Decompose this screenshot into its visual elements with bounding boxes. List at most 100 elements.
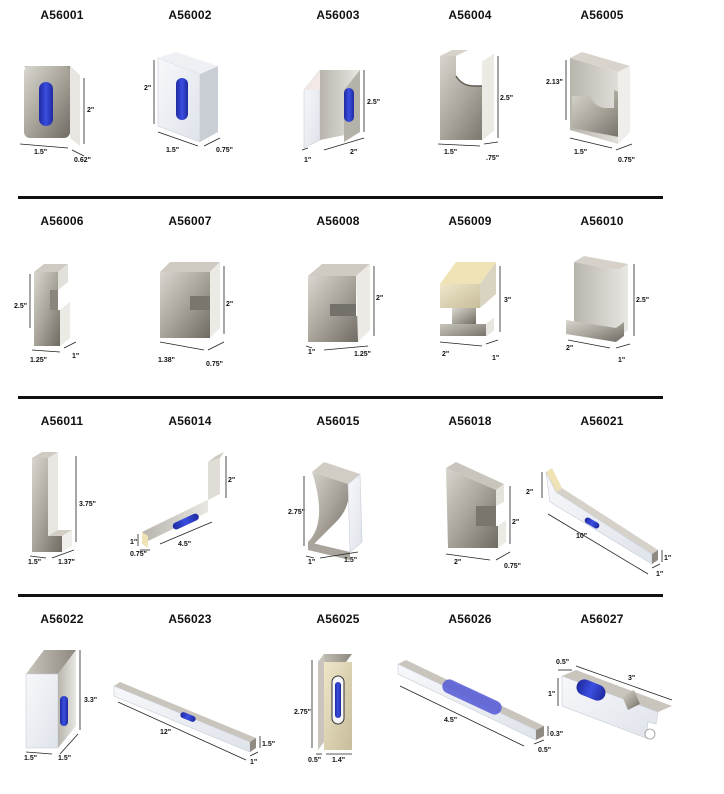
product-code: A56010	[580, 214, 624, 228]
dim-label: 2"	[87, 107, 94, 114]
dim-label: 1"	[304, 157, 311, 164]
dim-label: 1"	[250, 759, 257, 766]
dim-label: 0.75"	[206, 361, 223, 368]
product-a56022: A56022 3.3" 1.5" 1.5"	[0, 612, 132, 792]
product-a56003: A56003 2.5" 1" 2"	[268, 8, 408, 188]
product-a56011: A56011 3.75" 1.5" 1.37"	[0, 414, 132, 594]
dim-label: 0.62"	[74, 157, 91, 164]
dim-label: 3"	[504, 297, 511, 304]
product-code: A56008	[316, 214, 360, 228]
dim-label: 1.4"	[332, 757, 345, 764]
dim-label: 1"	[492, 355, 499, 362]
dim-label: 2.13"	[546, 79, 563, 86]
dim-label: 0.75"	[618, 157, 635, 164]
product-a56015: A56015 2.75" 1" 1.5"	[268, 414, 408, 594]
dim-label: 1.25"	[30, 357, 47, 364]
section-divider	[18, 196, 663, 199]
dim-label: 1"	[130, 539, 137, 546]
product-code: A56026	[448, 612, 492, 626]
dim-label: 1"	[308, 349, 315, 356]
product-a56026: A56026 4.5" 0.3" 0.5"	[397, 612, 563, 792]
dim-label: 2.5"	[636, 297, 649, 304]
dim-label: 3.75"	[79, 501, 96, 508]
product-code: A56011	[40, 414, 84, 428]
dim-label: 0.75"	[504, 563, 521, 570]
dim-label: 1.38"	[158, 357, 175, 364]
product-a56007: A56007 2" 1.38" 0.75"	[120, 214, 260, 394]
part-image: 2" 1.38" 0.75"	[158, 262, 233, 368]
product-code: A56022	[40, 612, 84, 626]
product-a56018: A56018 2" 2" 0.75"	[400, 414, 540, 594]
product-code: A56027	[580, 612, 624, 626]
dim-label: 2"	[566, 345, 573, 352]
part-image: 12" 1.5" 1"	[113, 682, 275, 766]
dim-label: 0.5"	[308, 757, 321, 764]
part-image: 2.5" 1" 2"	[301, 69, 380, 164]
product-a56009: A56009 3" 2" 1"	[400, 214, 540, 394]
product-code: A56023	[168, 612, 212, 626]
part-image: 3.3" 1.5" 1.5"	[24, 650, 97, 762]
product-a56025: A56025 2.75" 0.5" 1.4"	[268, 612, 408, 792]
product-code: A56003	[316, 8, 360, 22]
product-a56010: A56010 2.5" 2" 1"	[532, 214, 672, 394]
product-a56008: A56008 2" 1" 1.25"	[268, 214, 408, 394]
part-image: 2" 1" 1.25"	[305, 264, 383, 358]
product-a56021: A56021 2" 10" 1" 1"	[526, 414, 672, 594]
dim-label: 0.5"	[556, 659, 569, 666]
product-a56006: A56006 2.5" 1.25" 1"	[0, 214, 132, 394]
dim-label: 1.5"	[574, 149, 587, 156]
dim-label: 3"	[628, 675, 635, 682]
part-image: 0.5" 3" 1"	[548, 659, 673, 740]
part-image: 2" 2" 0.75"	[445, 462, 521, 570]
dim-label: 2.5"	[14, 303, 27, 310]
product-code: A56002	[168, 8, 212, 22]
dim-label: 2.5"	[500, 95, 513, 102]
dim-label: 1"	[656, 571, 663, 578]
dim-label: 1.5"	[24, 755, 37, 762]
dim-label: 2"	[350, 149, 357, 156]
product-code: A56021	[580, 414, 624, 428]
product-code: A56006	[40, 214, 84, 228]
part-image: 4.5" 0.3" 0.5"	[397, 660, 563, 754]
product-a56014: A56014 2" 1" 4.5" 0.75"	[120, 414, 260, 594]
dim-label: 1.5"	[34, 149, 47, 156]
product-a56002: A56002 2" 1.5" 0.75"	[120, 8, 260, 188]
part-image: 2" 10" 1" 1"	[526, 468, 671, 578]
part-image: 2.5" 1.25" 1"	[14, 264, 79, 364]
product-code: A56007	[168, 214, 212, 228]
part-image: 2.75" 0.5" 1.4"	[294, 654, 352, 764]
product-code: A56025	[316, 612, 360, 626]
dim-label: 3.3"	[84, 697, 97, 704]
dim-label: 1"	[664, 555, 671, 562]
dim-label: 1.5"	[444, 149, 457, 156]
product-code: A56001	[40, 8, 84, 22]
dim-label: 0.75"	[216, 147, 233, 154]
dim-label: 2.75"	[288, 509, 305, 516]
product-a56027: A56027 0.5" 3" 1"	[532, 612, 673, 792]
dim-label: 1.5"	[166, 147, 179, 154]
dim-label: 2"	[144, 85, 151, 92]
product-code: A56005	[580, 8, 624, 22]
dim-label: 2"	[376, 295, 383, 302]
dim-label: 2.75"	[294, 709, 311, 716]
dim-label: 1.5"	[262, 741, 275, 748]
dim-label: 2"	[228, 477, 235, 484]
dim-label: .75"	[486, 155, 499, 162]
product-code: A56004	[448, 8, 492, 22]
part-image: 2" 1.5" 0.75"	[144, 52, 233, 154]
section-divider	[18, 396, 663, 399]
dim-label: 2.5"	[367, 99, 380, 106]
dim-label: 2"	[512, 519, 519, 526]
part-image: 3.75" 1.5" 1.37"	[28, 452, 96, 566]
dim-label: 0.3"	[550, 731, 563, 738]
product-a56005: A56005 2.13" 1.5" 0.75"	[532, 8, 672, 188]
dim-label: 1.5"	[344, 557, 357, 564]
dim-label: 2"	[442, 351, 449, 358]
product-code: A56009	[448, 214, 492, 228]
product-a56004: A56004 2.5" 1.5" .75"	[400, 8, 540, 188]
product-a56001: A56001 2" 1.5" 0.62"	[0, 8, 132, 188]
dim-label: 1.5"	[58, 755, 71, 762]
dim-label: 1"	[72, 353, 79, 360]
dim-label: 1.25"	[354, 351, 371, 358]
dim-label: 1"	[618, 357, 625, 364]
